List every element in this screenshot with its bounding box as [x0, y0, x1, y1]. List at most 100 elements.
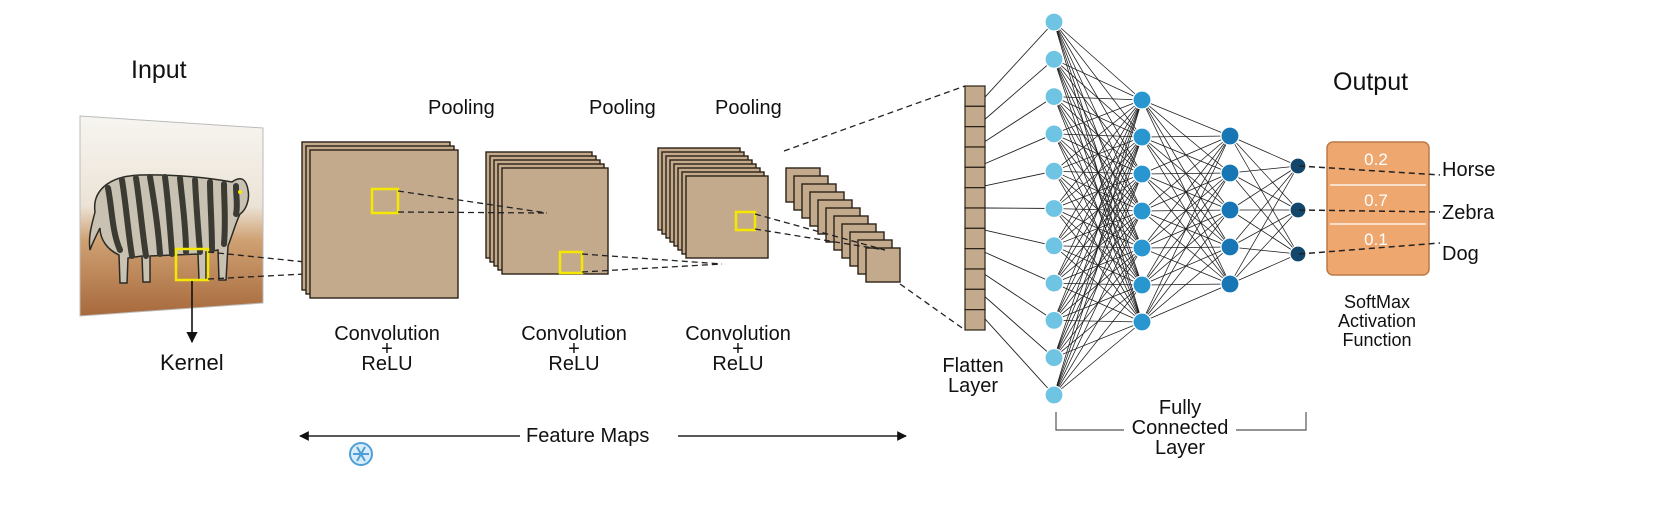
connection [984, 318, 1055, 396]
feature-map-stack-3 [657, 147, 769, 259]
connection [1229, 165, 1299, 285]
flatten-cell [964, 166, 986, 189]
connection [984, 296, 1055, 359]
conv-label-line1: Convolution [521, 323, 627, 345]
neuron-node [1132, 201, 1152, 221]
conv-label-plus: + [568, 338, 580, 360]
connection [1141, 283, 1231, 323]
conv-label-line1: Convolution [685, 323, 791, 345]
neuron-node [1044, 12, 1064, 32]
conv-label-plus: + [381, 338, 393, 360]
neuron-node [1044, 236, 1064, 256]
feature-map-stack-1 [301, 141, 459, 299]
connection [984, 274, 1055, 321]
feature-map [501, 167, 609, 275]
neuron-node [1132, 275, 1152, 295]
connection [1229, 165, 1299, 174]
connection [1053, 21, 1143, 101]
connection [1141, 172, 1231, 323]
fully-connected-bracket [1055, 412, 1307, 431]
kernel-box [174, 247, 210, 282]
flatten-cell [964, 85, 986, 107]
neuron-node [1044, 161, 1064, 181]
probability-zebra: 0.7 [1364, 191, 1388, 210]
connection [1229, 209, 1299, 255]
neuron-node [1132, 127, 1152, 147]
connection [1229, 165, 1299, 211]
flatten-label: Flatten Layer [930, 356, 1016, 396]
fully-connected-line2: Connected [1131, 417, 1229, 439]
neuron-node [1220, 163, 1240, 183]
connection [1141, 135, 1231, 286]
conv-label-2: Convolution + ReLU [514, 324, 634, 374]
connection [1053, 99, 1143, 172]
connection [1141, 135, 1231, 212]
kernel-label: Kernel [160, 350, 224, 375]
connection [1229, 165, 1299, 248]
connection [1229, 172, 1299, 211]
kernel-box [370, 187, 400, 215]
feature-map [309, 149, 459, 299]
flatten-cell [964, 126, 986, 148]
feature-map [865, 247, 901, 283]
flatten-connections [984, 21, 1055, 396]
flatten-label-line1: Flatten [942, 355, 1004, 377]
flatten-cell [964, 227, 986, 250]
flatten-cell [964, 187, 986, 209]
dense-connections [1053, 21, 1299, 396]
conv-label-3: Convolution + ReLU [678, 324, 798, 374]
neuron-node [1220, 126, 1240, 146]
neuron-node [1289, 245, 1307, 263]
connection [1053, 247, 1143, 396]
projection-lines-5 [783, 85, 966, 331]
conv-label-1: Convolution + ReLU [327, 324, 447, 374]
class-label-horse: Horse [1442, 159, 1496, 181]
flatten-cell [964, 207, 986, 229]
connection [1229, 253, 1299, 285]
neuron-node [1220, 274, 1240, 294]
connection [984, 133, 1055, 165]
neuron-node [1044, 273, 1064, 293]
probability-horse: 0.2 [1364, 150, 1388, 169]
connection [1229, 135, 1299, 167]
flatten-cell [964, 105, 986, 128]
connection [1141, 135, 1231, 175]
connection [1229, 135, 1299, 255]
neuron-node [1220, 237, 1240, 257]
kernel-box [734, 210, 757, 232]
neuron-node [1132, 312, 1152, 332]
neuron-node [1132, 90, 1152, 110]
connection [1141, 135, 1231, 249]
neuron-node [1289, 157, 1307, 175]
conv-label-line1: Convolution [334, 323, 440, 345]
class-label-dog: Dog [1442, 243, 1479, 265]
connection [984, 96, 1055, 142]
neuron-node [1044, 310, 1064, 330]
neuron-node [1044, 198, 1064, 219]
connection [1053, 99, 1143, 321]
connection [1229, 209, 1299, 248]
connection [984, 170, 1055, 187]
probability-dog: 0.1 [1364, 230, 1388, 249]
connection [1229, 246, 1299, 255]
flatten-layer [964, 85, 986, 331]
zebra-illustration [88, 174, 250, 284]
connection [984, 251, 1055, 284]
neuron-node [1044, 348, 1064, 368]
connection [984, 229, 1055, 247]
neuron-nodes [1044, 12, 1307, 405]
neuron-node [1132, 238, 1152, 258]
connection [1141, 99, 1231, 137]
neuron-node [1289, 201, 1307, 219]
connection [1053, 99, 1143, 246]
flatten-cell [964, 268, 986, 290]
input-image [79, 115, 264, 317]
connection [1053, 173, 1143, 396]
connection [1229, 135, 1299, 211]
flatten-cell [964, 288, 986, 311]
connection [984, 21, 1055, 98]
pooling-label-2: Pooling [589, 97, 656, 119]
neuron-node [1044, 124, 1064, 144]
connection [984, 58, 1055, 120]
projection-lines-4 [754, 213, 886, 251]
